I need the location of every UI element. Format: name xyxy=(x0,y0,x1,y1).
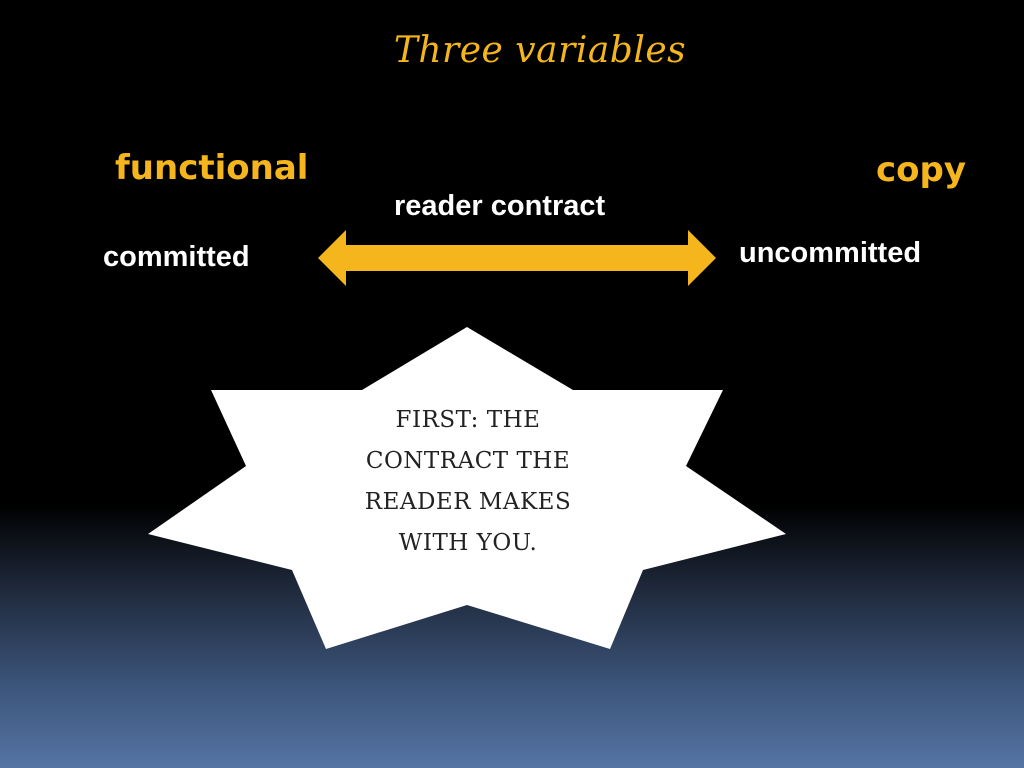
callout-line: FIRST: THE xyxy=(395,407,541,433)
callout-line: WITH YOU. xyxy=(398,530,538,556)
right-value-uncommitted: uncommitted xyxy=(739,237,922,269)
callout-text: FIRST: THE CONTRACT THE READER MAKES WIT… xyxy=(318,400,618,564)
right-label-copy: copy xyxy=(876,150,967,190)
slide-title: Three variables xyxy=(393,30,687,71)
left-label-functional: functional xyxy=(115,148,309,188)
callout-line: CONTRACT THE xyxy=(365,448,571,474)
arrow-label-reader-contract: reader contract xyxy=(394,190,606,222)
left-value-committed: committed xyxy=(103,241,250,273)
double-headed-arrow-icon xyxy=(318,230,716,286)
callout-line: READER MAKES xyxy=(364,489,572,515)
star-burst-shape xyxy=(148,327,786,649)
